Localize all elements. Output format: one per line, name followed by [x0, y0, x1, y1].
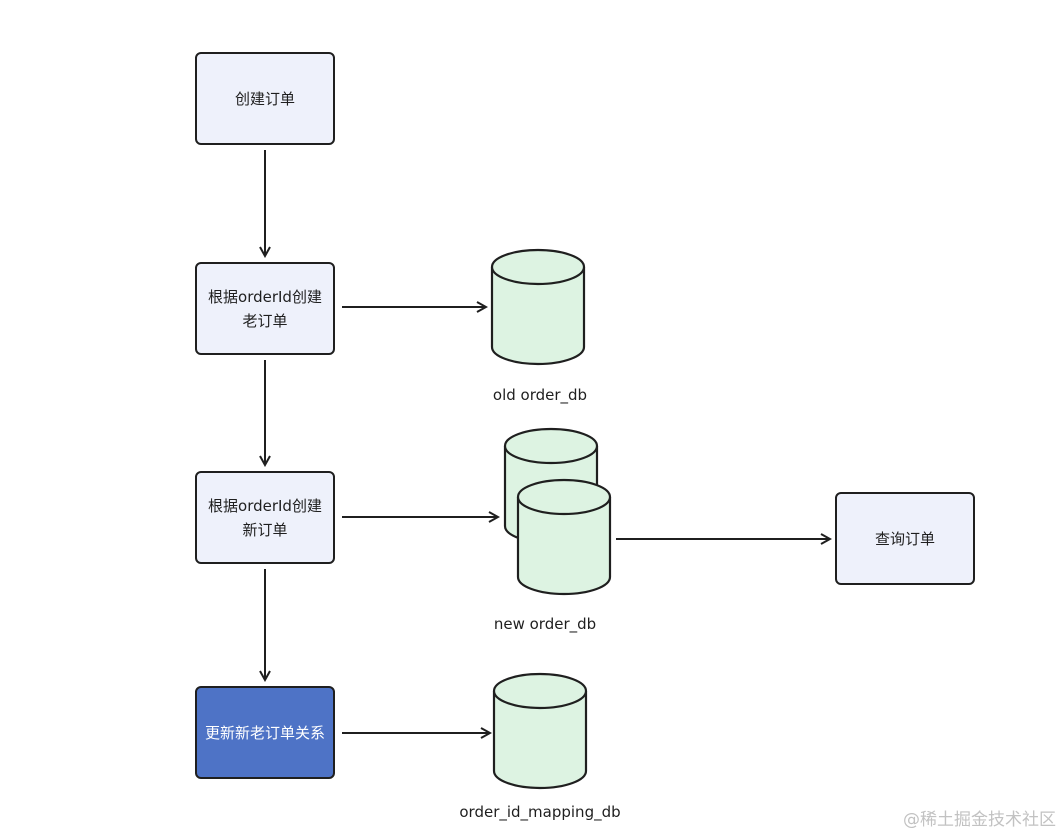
node-create-new-order: 根据orderId创建新订单	[195, 471, 335, 564]
old-order-db-label: old order_db	[492, 386, 588, 404]
new-order-db-label: new order_db	[493, 615, 597, 633]
node-create-new-order-label: 根据orderId创建新订单	[208, 496, 322, 539]
order-id-mapping-db-cylinder	[492, 672, 588, 790]
node-create-order: 创建订单	[195, 52, 335, 145]
node-create-order-label: 创建订单	[234, 89, 295, 108]
node-query-order-label: 查询订单	[874, 529, 935, 548]
watermark-text: @稀土掘金技术社区	[903, 810, 1056, 830]
new-order-db-cylinder-front	[516, 478, 612, 596]
node-update-mapping: 更新新老订单关系	[195, 686, 335, 779]
old-order-db-cylinder	[490, 248, 586, 366]
node-query-order: 查询订单	[835, 492, 975, 585]
node-create-old-order-label: 根据orderId创建老订单	[208, 287, 322, 330]
node-create-old-order: 根据orderId创建老订单	[195, 262, 335, 355]
node-update-mapping-label: 更新新老订单关系	[204, 723, 325, 742]
order-id-mapping-db-label: order_id_mapping_db	[459, 803, 621, 821]
